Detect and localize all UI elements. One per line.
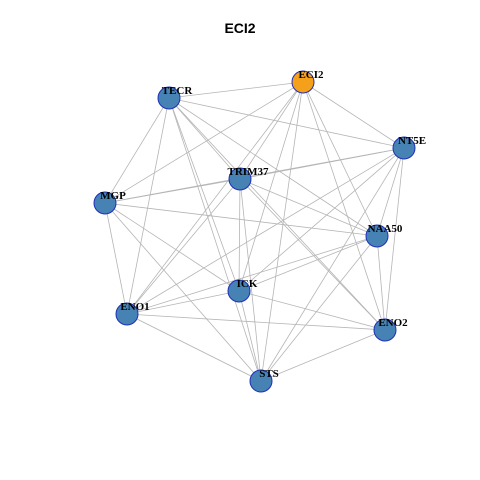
edge-tecr-trim37 <box>168 97 241 180</box>
edge-nt5e-ick <box>238 147 405 292</box>
edge-nt5e-eno1 <box>126 147 405 315</box>
node-circle <box>249 369 273 393</box>
edge-tecr-ick <box>168 97 240 292</box>
edge-naa50-ick <box>238 235 378 292</box>
edge-tecr-nt5e <box>168 97 405 149</box>
edge-eci2-nt5e <box>302 81 405 149</box>
node-label: MGP <box>100 190 126 202</box>
node-label: NAA50 <box>368 223 403 235</box>
edge-trim37-eno1 <box>126 178 241 315</box>
node-tecr[interactable]: TECR <box>157 85 194 110</box>
edge-tecr-sts <box>168 97 262 382</box>
edge-tecr-eno1 <box>126 97 170 315</box>
edge-ick-eno2 <box>238 290 386 331</box>
node-label: ICK <box>237 278 258 290</box>
edge-mgp-naa50 <box>104 202 378 237</box>
edge-eci2-trim37 <box>239 81 304 180</box>
node-circle <box>392 136 416 160</box>
edge-trim37-mgp <box>104 178 241 204</box>
edge-ick-sts <box>238 290 262 382</box>
edge-eno1-sts <box>126 313 262 382</box>
node-sts[interactable]: STS <box>249 368 279 393</box>
edge-eno1-eno2 <box>126 313 386 331</box>
edge-mgp-ick <box>104 202 240 292</box>
edge-nt5e-eno2 <box>384 147 405 331</box>
node-label: ENO1 <box>120 301 149 313</box>
node-trim37[interactable]: TRIM37 <box>228 166 269 191</box>
node-label: NT5E <box>398 135 426 147</box>
node-circle <box>227 279 251 303</box>
edge-trim37-sts <box>239 178 262 382</box>
node-label: STS <box>259 368 279 380</box>
edge-eci2-naa50 <box>302 81 378 237</box>
edge-tecr-mgp <box>104 97 170 204</box>
node-eno2[interactable]: ENO2 <box>373 317 408 342</box>
edge-naa50-eno1 <box>126 235 378 315</box>
edge-eci2-eno2 <box>302 81 386 331</box>
edge-trim37-ick <box>238 178 241 292</box>
chart-title: ECI2 <box>224 20 256 36</box>
node-circle <box>115 302 139 326</box>
node-circle <box>291 70 315 94</box>
node-circle <box>157 86 181 110</box>
edge-nt5e-sts <box>260 147 405 382</box>
node-label: TRIM37 <box>228 166 269 178</box>
node-circle <box>365 224 389 248</box>
edge-layer <box>104 81 405 382</box>
edge-eno2-sts <box>260 329 386 382</box>
edge-naa50-sts <box>260 235 378 382</box>
node-label: ECI2 <box>298 69 324 81</box>
edge-nt5e-naa50 <box>376 147 405 237</box>
node-eci2[interactable]: ECI2 <box>291 69 324 94</box>
edge-ick-eno1 <box>126 290 240 315</box>
node-label: TECR <box>162 85 194 97</box>
node-nt5e[interactable]: NT5E <box>392 135 426 160</box>
node-circle <box>228 167 252 191</box>
node-mgp[interactable]: MGP <box>93 190 126 215</box>
edge-eci2-ick <box>238 81 304 292</box>
edge-eci2-eno1 <box>126 81 304 315</box>
node-eno1[interactable]: ENO1 <box>115 301 150 326</box>
node-circle <box>93 191 117 215</box>
edge-eci2-tecr <box>168 81 304 99</box>
node-ick[interactable]: ICK <box>227 278 258 303</box>
edge-trim37-eno2 <box>239 178 386 331</box>
node-naa50[interactable]: NAA50 <box>365 223 403 248</box>
node-circle <box>373 318 397 342</box>
edge-eci2-mgp <box>104 81 304 204</box>
edge-naa50-eno2 <box>376 235 386 331</box>
edge-tecr-eno2 <box>168 97 386 331</box>
edge-mgp-eno1 <box>104 202 128 315</box>
edge-trim37-naa50 <box>239 178 378 237</box>
edge-mgp-sts <box>104 202 262 382</box>
edge-eci2-sts <box>260 81 304 382</box>
edge-tecr-naa50 <box>168 97 378 237</box>
node-label: ENO2 <box>378 317 408 329</box>
